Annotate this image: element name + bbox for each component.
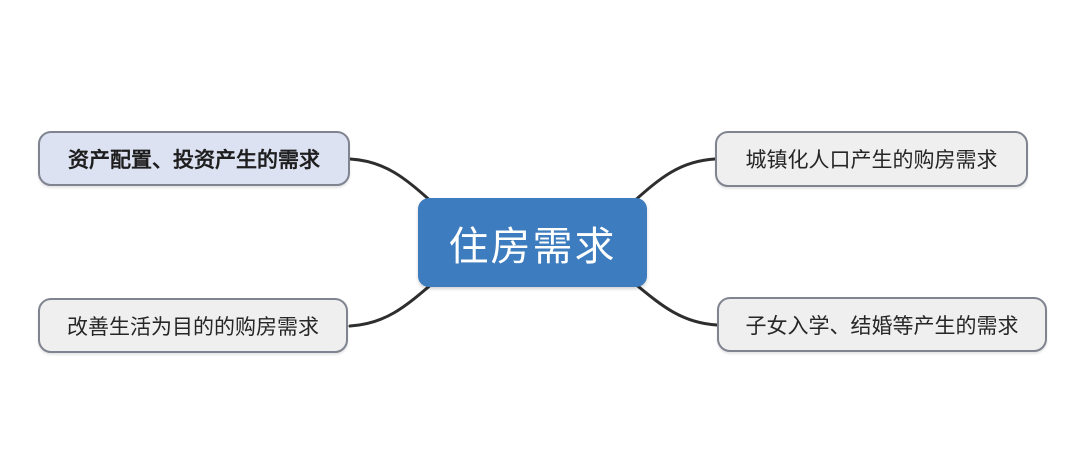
branch-node-label: 资产配置、投资产生的需求 [68, 148, 320, 172]
branch-node-life-improvement[interactable]: 改善生活为目的的购房需求 [38, 298, 348, 353]
center-node-housing-demand[interactable]: 住房需求 [418, 198, 647, 287]
connector-top-left [348, 157, 435, 205]
branch-node-label: 城镇化人口产生的购房需求 [745, 149, 998, 172]
branch-node-school-marriage[interactable]: 子女入学、结婚等产生的需求 [717, 297, 1047, 352]
center-node-label: 住房需求 [448, 224, 617, 269]
connector-bottom-right [632, 281, 719, 327]
branch-node-label: 改善生活为目的的购房需求 [67, 315, 319, 339]
branch-node-label: 子女入学、结婚等产生的需求 [745, 314, 1019, 338]
branch-node-asset-allocation[interactable]: 资产配置、投资产生的需求 [38, 131, 350, 186]
connector-top-right [630, 157, 717, 205]
connector-bottom-left [348, 281, 435, 328]
branch-node-urbanization[interactable]: 城镇化人口产生的购房需求 [715, 131, 1028, 187]
